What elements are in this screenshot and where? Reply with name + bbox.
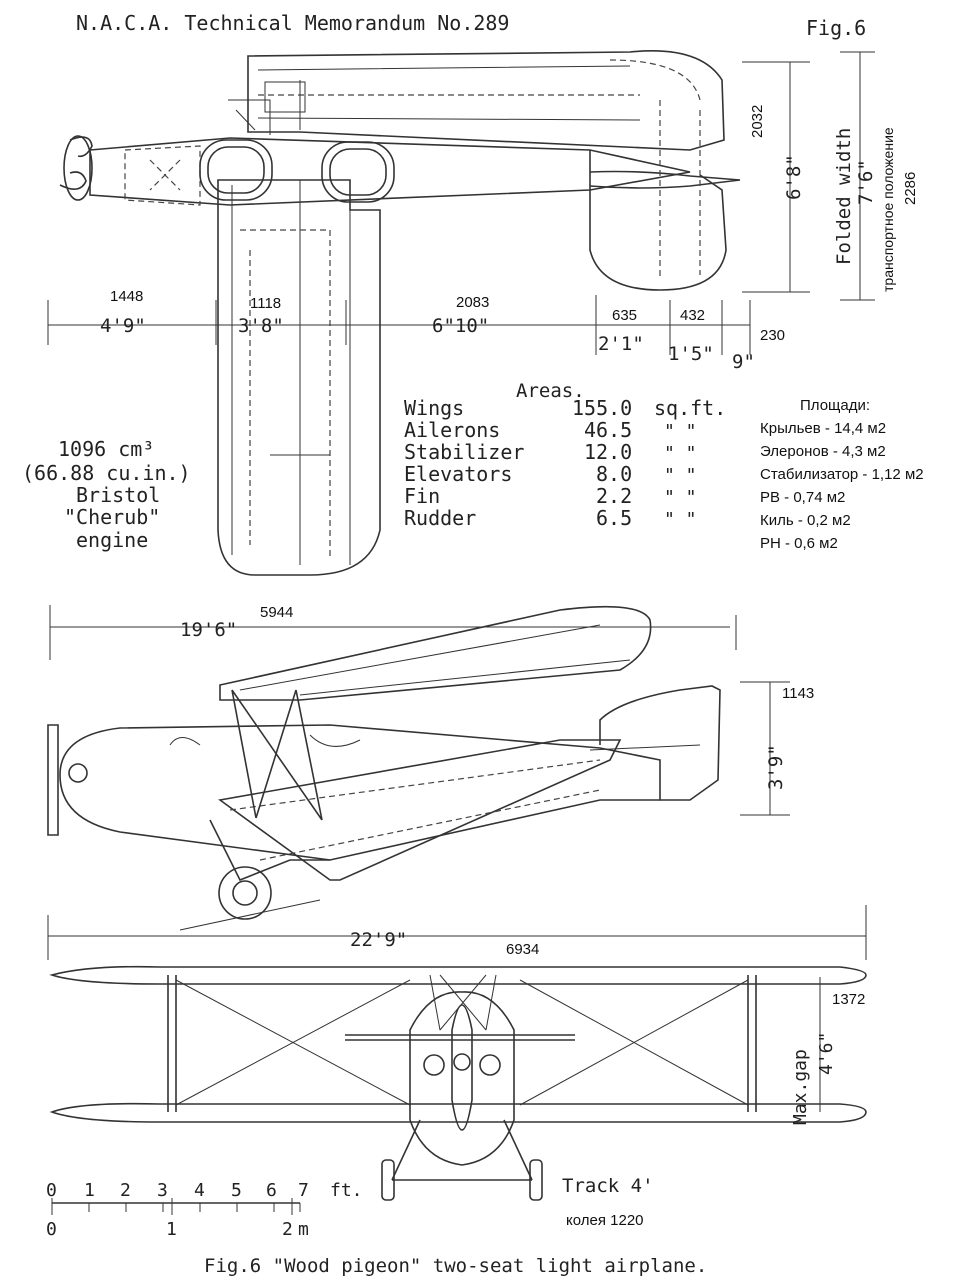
scale-ft-tick: 5 bbox=[231, 1180, 242, 1201]
areas-table: Areas. Wings 155.0 sq.ft. Ailerons 46.5 … bbox=[404, 380, 726, 530]
front-span-ft: 22'9" bbox=[350, 929, 407, 951]
figure-number: Fig.6 bbox=[806, 16, 866, 40]
scale-ft-tick: 0 bbox=[46, 1180, 57, 1201]
dim-ft-aft-fuselage: 6"10" bbox=[432, 315, 489, 337]
side-view-dimension-lines bbox=[49, 605, 790, 816]
areas-value-rudder: 6.5 bbox=[596, 506, 632, 530]
top-view-dimension-lines bbox=[47, 51, 875, 355]
engine-line-2: (66.88 cu.in.) bbox=[22, 461, 191, 485]
areas-unit-wings: sq.ft. bbox=[654, 396, 726, 420]
scale-m-unit: m bbox=[298, 1219, 309, 1240]
folded-width-ft: 7'6" bbox=[855, 159, 877, 205]
dim-ft-side-height: 6'8" bbox=[783, 154, 805, 200]
areas-unit-rudder: " " bbox=[664, 509, 697, 530]
areas-value-fin: 2.2 bbox=[596, 484, 632, 508]
areas-value-wings: 155.0 bbox=[572, 396, 632, 420]
engine-line-5: engine bbox=[76, 528, 148, 552]
front-view-drawing bbox=[49, 965, 867, 1201]
track-ru-label: колея 1220 bbox=[566, 1212, 644, 1229]
front-gap-label: Max.gap bbox=[790, 1049, 811, 1125]
areas-ru-row: РН - 0,6 м2 bbox=[760, 535, 838, 552]
dim-ft-wing-chord: 3'8" bbox=[238, 315, 284, 337]
front-gap-ft: 4'6" bbox=[816, 1032, 837, 1075]
areas-unit-fin: " " bbox=[664, 487, 697, 508]
figure-caption: Fig.6 "Wood pigeon" two-seat light airpl… bbox=[204, 1255, 707, 1277]
folded-width-label: Folded width bbox=[833, 128, 855, 265]
front-span-mm: 6934 bbox=[506, 941, 539, 958]
dim-ft-rudder: 9" bbox=[732, 351, 755, 373]
dim-ft-nose: 4'9" bbox=[100, 315, 146, 337]
areas-name-stabilizer: Stabilizer bbox=[404, 440, 524, 464]
dim-mm-aft-fuselage: 2083 bbox=[456, 294, 489, 311]
folded-width-ru: транспортное положение bbox=[880, 127, 896, 292]
scale-ft-tick: 1 bbox=[84, 1180, 95, 1201]
dim-mm-wing-chord: 1118 bbox=[250, 295, 281, 312]
areas-unit-stabilizer: " " bbox=[664, 443, 697, 464]
track-label: Track 4' bbox=[562, 1175, 654, 1197]
dim-ft-elevator: 1'5" bbox=[668, 343, 714, 365]
engine-line-1: 1096 cm³ bbox=[58, 437, 154, 461]
areas-value-ailerons: 46.5 bbox=[584, 418, 632, 442]
areas-value-stabilizer: 12.0 bbox=[584, 440, 632, 464]
side-view-drawing bbox=[47, 605, 721, 931]
areas-unit-ailerons: " " bbox=[664, 421, 697, 442]
folded-width-mm: 2286 bbox=[902, 172, 919, 205]
side-height-ft: 3'9" bbox=[765, 744, 787, 790]
side-height-mm: 1143 bbox=[782, 685, 814, 702]
dim-mm-side-height: 2032 bbox=[749, 105, 766, 138]
scale-m-tick: 2 bbox=[282, 1219, 293, 1240]
areas-name-ailerons: Ailerons bbox=[404, 418, 500, 442]
side-length-ft: 19'6" bbox=[180, 619, 237, 641]
dim-mm-rudder: 230 bbox=[760, 327, 785, 344]
areas-name-wings: Wings bbox=[404, 396, 464, 420]
scale-ft-unit: ft. bbox=[330, 1180, 363, 1201]
areas-ru-title: Площади: bbox=[800, 397, 870, 414]
dim-ft-stab-root: 2'1" bbox=[598, 333, 644, 355]
areas-ru-row: Киль - 0,2 м2 bbox=[760, 512, 851, 529]
areas-ru-row: Крыльев - 14,4 м2 bbox=[760, 420, 886, 437]
areas-name-rudder: Rudder bbox=[404, 506, 476, 530]
side-length-mm: 5944 bbox=[260, 604, 293, 621]
areas-ru-row: РВ - 0,74 м2 bbox=[760, 489, 845, 506]
front-gap-mm: 1372 bbox=[832, 991, 865, 1008]
dim-mm-stab-root: 635 bbox=[612, 307, 637, 324]
areas-ru-row: Стабилизатор - 1,12 м2 bbox=[760, 466, 924, 483]
memo-title: N.A.C.A. Technical Memorandum No.289 bbox=[76, 11, 509, 35]
front-view-dimension-lines bbox=[47, 905, 867, 1112]
areas-ru-row: Элеронов - 4,3 м2 bbox=[760, 443, 886, 460]
dim-mm-nose: 1448 bbox=[110, 288, 143, 305]
areas-title: Areas. bbox=[516, 380, 585, 402]
scale-ft-tick: 2 bbox=[120, 1180, 131, 1201]
engine-line-3: Bristol bbox=[76, 483, 160, 507]
scale-m-tick: 0 bbox=[46, 1219, 57, 1240]
engine-note: 1096 cm³ (66.88 cu.in.) Bristol "Cherub"… bbox=[22, 437, 191, 552]
scale-ft-tick: 7 bbox=[298, 1180, 309, 1201]
top-view-drawing bbox=[59, 50, 741, 576]
scale-m-tick: 1 bbox=[166, 1219, 177, 1240]
engine-line-4: "Cherub" bbox=[64, 505, 160, 529]
scale-ft-tick: 4 bbox=[194, 1180, 205, 1201]
scale-ft-tick: 6 bbox=[266, 1180, 277, 1201]
areas-unit-elevators: " " bbox=[664, 465, 697, 486]
areas-name-elevators: Elevators bbox=[404, 462, 512, 486]
areas-name-fin: Fin bbox=[404, 484, 440, 508]
dim-mm-elevator: 432 bbox=[680, 307, 705, 324]
scale-ft-tick: 3 bbox=[157, 1180, 168, 1201]
scale-bar bbox=[51, 1198, 301, 1215]
areas-ru-table: Площади: Крыльев - 14,4 м2 Элеронов - 4,… bbox=[760, 397, 924, 552]
areas-value-elevators: 8.0 bbox=[596, 462, 632, 486]
